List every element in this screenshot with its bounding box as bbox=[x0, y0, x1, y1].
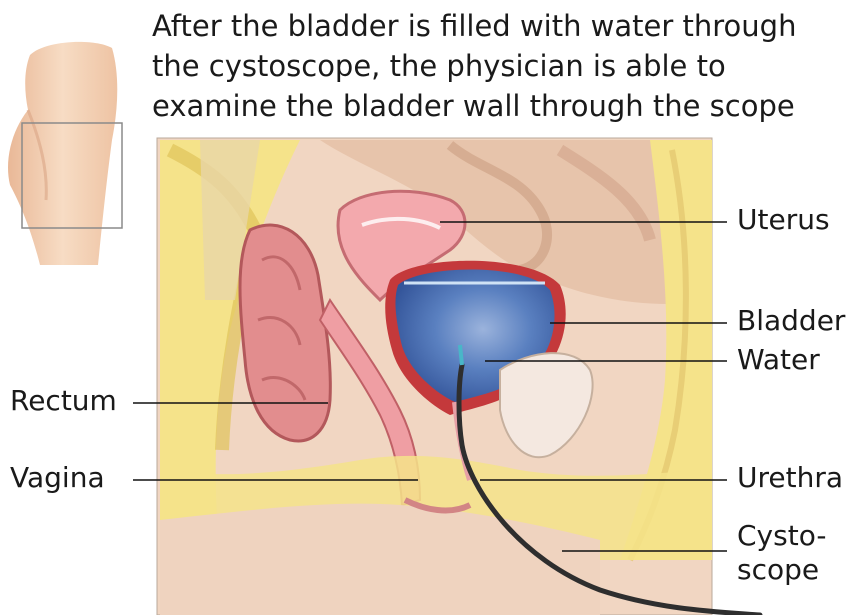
bladder-label: Bladder bbox=[737, 305, 845, 337]
caption: After the bladder is filled with water t… bbox=[152, 6, 852, 126]
urethra-label: Urethra bbox=[737, 462, 843, 494]
thumbnail-figure bbox=[8, 42, 122, 265]
water-label: Water bbox=[737, 344, 820, 376]
uterus-label: Uterus bbox=[737, 204, 830, 236]
cystoscope-label-line-2: scope bbox=[737, 554, 819, 586]
caption-line-1: After the bladder is filled with water t… bbox=[152, 6, 852, 46]
cystoscope-label-line-1: Cysto- bbox=[737, 520, 826, 552]
vagina-label: Vagina bbox=[10, 462, 105, 494]
caption-line-3: examine the bladder wall through the sco… bbox=[152, 86, 852, 126]
rectum-label: Rectum bbox=[10, 385, 117, 417]
caption-line-2: the cystoscope, the physician is able to bbox=[152, 46, 852, 86]
cross-section-panel bbox=[157, 138, 760, 615]
